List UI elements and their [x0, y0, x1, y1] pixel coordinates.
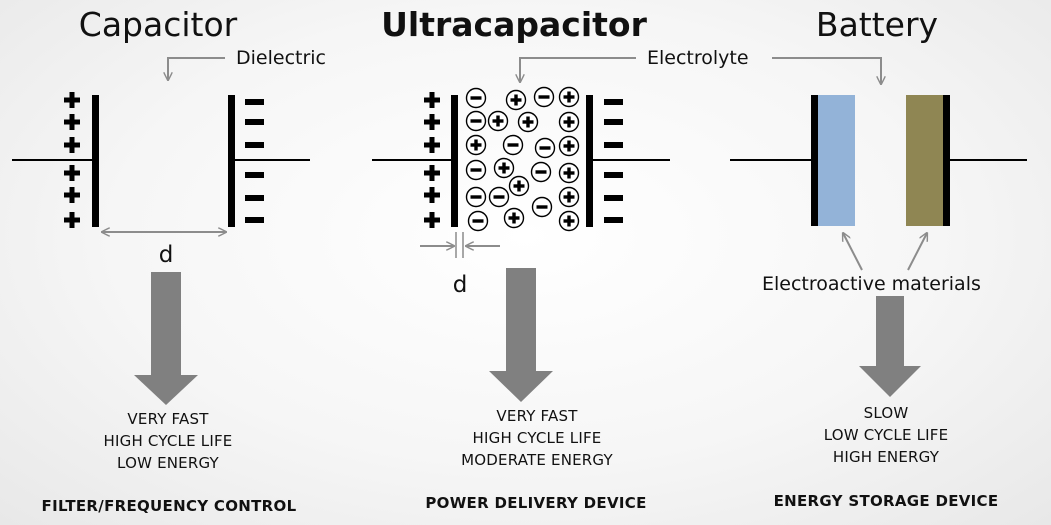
positive-charge-symbol — [64, 92, 80, 108]
electrolyte-pointer-arrow-right — [772, 57, 881, 84]
capacitor-title: Capacitor — [78, 5, 238, 44]
battery-down-arrow — [859, 296, 921, 397]
cation-symbol — [508, 175, 530, 197]
cation-symbol — [558, 111, 580, 133]
capacitor-properties: VERY FAST HIGH CYCLE LIFE LOW ENERGY — [104, 408, 233, 474]
anion-symbol — [502, 134, 524, 156]
electroactive-pointer-arrow-left — [843, 233, 863, 271]
electrolyte-label: Electrolyte — [647, 47, 749, 69]
positive-charge-symbol — [64, 165, 80, 181]
battery-role: ENERGY STORAGE DEVICE — [773, 492, 999, 510]
capacitor-distance-label: d — [158, 242, 174, 268]
positive-charge-symbol — [424, 187, 440, 203]
electroactive-materials-label: Electroactive materials — [762, 273, 981, 295]
cation-symbol — [465, 134, 487, 156]
positive-charge-symbol — [424, 92, 440, 108]
capacitor-negative-charges — [245, 99, 264, 223]
battery-plate-right — [943, 95, 950, 226]
capacitor-schematic — [12, 57, 310, 405]
dielectric-label: Dielectric — [236, 47, 326, 69]
anion-symbol — [533, 86, 555, 108]
negative-charge-symbol — [245, 172, 264, 178]
electrolyte-pointer-arrow-left — [520, 57, 636, 82]
capacitor-positive-charges — [64, 92, 80, 228]
capacitor-down-arrow — [134, 272, 198, 405]
cation-symbol — [558, 162, 580, 184]
ultracapacitor-property-cycle-life: HIGH CYCLE LIFE — [472, 429, 602, 447]
dielectric-pointer-arrow — [168, 57, 225, 80]
anion-symbol — [465, 87, 487, 109]
ultracapacitor-title: Ultracapacitor — [381, 5, 647, 44]
ultracapacitor-down-arrow — [489, 268, 553, 402]
ultracapacitor-positive-charges — [424, 92, 440, 228]
ultracapacitor-plate-positive — [451, 95, 458, 227]
battery-anode-material — [818, 95, 855, 226]
negative-charge-symbol — [604, 195, 623, 201]
negative-charge-symbol — [245, 195, 264, 201]
negative-charge-symbol — [604, 172, 623, 178]
cation-symbol — [558, 86, 580, 108]
cation-symbol — [558, 186, 580, 208]
negative-charge-symbol — [604, 119, 623, 125]
cation-symbol — [503, 207, 525, 229]
positive-charge-symbol — [424, 137, 440, 153]
battery-property-energy: HIGH ENERGY — [832, 448, 940, 466]
anion-symbol — [530, 161, 552, 183]
capacitor-plate-positive — [92, 95, 99, 227]
anion-symbol — [534, 137, 556, 159]
anion-symbol — [531, 196, 553, 218]
negative-charge-symbol — [245, 119, 264, 125]
cation-symbol — [505, 89, 527, 111]
negative-charge-symbol — [245, 99, 264, 105]
ultracapacitor-distance-label: d — [452, 272, 468, 298]
electroactive-pointer-arrow-right — [907, 233, 927, 271]
battery-cathode-material — [906, 95, 943, 226]
ultracapacitor-schematic — [372, 57, 881, 402]
ultracapacitor-negative-charges — [604, 99, 623, 223]
negative-charge-symbol — [245, 142, 264, 148]
negative-charge-symbol — [604, 142, 623, 148]
positive-charge-symbol — [424, 114, 440, 130]
cation-symbol — [558, 135, 580, 157]
ultracapacitor-role: POWER DELIVERY DEVICE — [425, 494, 647, 512]
capacitor-property-energy: LOW ENERGY — [117, 454, 219, 472]
positive-charge-symbol — [64, 114, 80, 130]
capacitor-property-speed: VERY FAST — [127, 410, 209, 428]
anion-symbol — [465, 159, 487, 181]
negative-charge-symbol — [245, 217, 264, 223]
capacitor-plate-negative — [228, 95, 235, 227]
positive-charge-symbol — [64, 187, 80, 203]
battery-schematic — [730, 95, 1027, 397]
positive-charge-symbol — [424, 212, 440, 228]
battery-title: Battery — [815, 5, 939, 44]
battery-plate-left — [811, 95, 818, 226]
cation-symbol — [517, 111, 539, 133]
ultracapacitor-property-speed: VERY FAST — [496, 407, 578, 425]
cation-symbol — [493, 157, 515, 179]
anion-symbol — [488, 186, 510, 208]
battery-property-speed: SLOW — [863, 404, 909, 422]
positive-charge-symbol — [424, 165, 440, 181]
anion-symbol — [465, 186, 487, 208]
positive-charge-symbol — [64, 212, 80, 228]
capacitor-property-cycle-life: HIGH CYCLE LIFE — [103, 432, 233, 450]
ultracapacitor-plate-negative — [586, 95, 593, 227]
battery-properties: SLOW LOW CYCLE LIFE HIGH ENERGY — [824, 402, 949, 468]
anion-symbol — [467, 210, 489, 232]
negative-charge-symbol — [604, 217, 623, 223]
capacitor-role: FILTER/FREQUENCY CONTROL — [41, 497, 297, 515]
cation-symbol — [487, 110, 509, 132]
ultracapacitor-properties: VERY FAST HIGH CYCLE LIFE MODERATE ENERG… — [461, 405, 613, 471]
electrolyte-ions — [465, 86, 580, 232]
positive-charge-symbol — [64, 137, 80, 153]
cation-symbol — [558, 210, 580, 232]
anion-symbol — [465, 110, 487, 132]
ultracapacitor-property-energy: MODERATE ENERGY — [461, 451, 613, 469]
battery-property-cycle-life: LOW CYCLE LIFE — [823, 426, 949, 444]
negative-charge-symbol — [604, 99, 623, 105]
